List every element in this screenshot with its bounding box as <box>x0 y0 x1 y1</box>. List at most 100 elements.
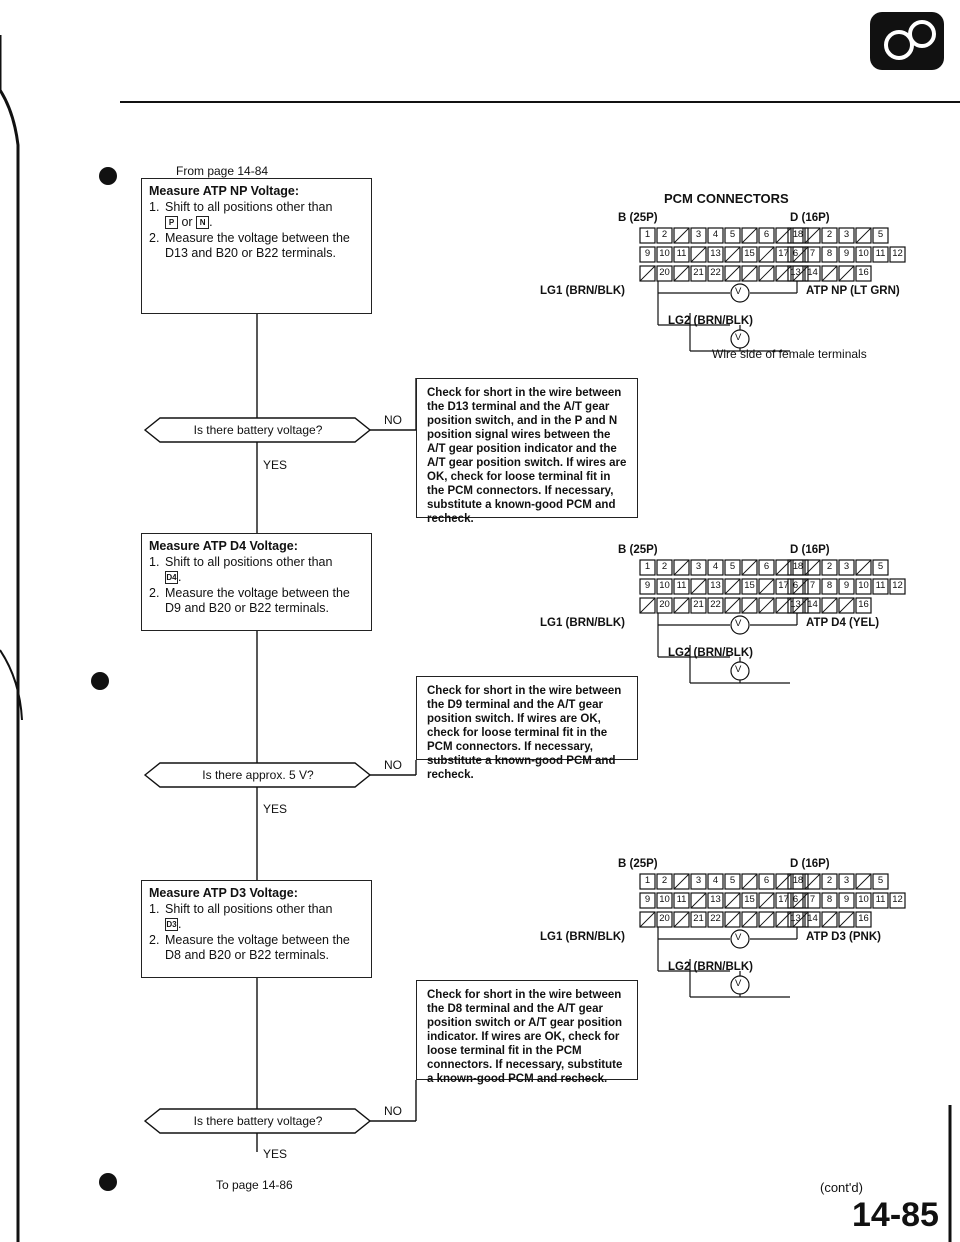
voltmeter-icon: V <box>735 978 742 989</box>
no-label: NO <box>384 413 402 427</box>
pin-number: 2 <box>826 561 833 572</box>
b-connector-label: B (25P) <box>618 212 658 224</box>
pin-number: 22 <box>710 913 721 924</box>
pin-number: 5 <box>729 229 736 240</box>
pin-number: 5 <box>877 561 884 572</box>
pin-number: 6 <box>763 561 770 572</box>
pin-number: 21 <box>693 267 704 278</box>
pin-number: 8 <box>826 248 833 259</box>
n-key-icon: N <box>196 216 210 230</box>
pin-number: 11 <box>875 894 886 905</box>
d-connector-label: D (16P) <box>790 212 830 224</box>
pin-number: 1 <box>644 875 651 886</box>
pin-number: 8 <box>826 894 833 905</box>
pin-number: 14 <box>807 267 818 278</box>
pin-number: 21 <box>693 599 704 610</box>
pin-number: 10 <box>659 580 670 591</box>
pin-number: 3 <box>843 229 850 240</box>
pin-number: 15 <box>744 248 755 259</box>
pin-number: 1 <box>792 561 799 572</box>
question-text: Is there battery voltage? <box>193 423 323 437</box>
pin-number: 16 <box>858 599 869 610</box>
pin-number: 17 <box>778 894 789 905</box>
atp-label: ATP NP (LT GRN) <box>806 285 900 297</box>
voltmeter-icon: V <box>735 286 742 297</box>
pin-number: 13 <box>790 599 801 610</box>
pin-number: 5 <box>877 875 884 886</box>
pin-number: 3 <box>695 561 702 572</box>
yes-label: YES <box>263 458 288 472</box>
pin-number: 11 <box>875 248 886 259</box>
section-icon <box>870 12 944 70</box>
pin-number: 13 <box>790 913 801 924</box>
pin-number: 14 <box>807 913 818 924</box>
pin-number: 22 <box>710 599 721 610</box>
measure-atp-d3-box: Measure ATP D3 Voltage: 1. Shift to all … <box>141 880 372 978</box>
d-connector-label: D (16P) <box>790 544 830 556</box>
pin-number: 2 <box>661 229 668 240</box>
pin-number: 12 <box>892 580 903 591</box>
pin-number: 8 <box>797 561 804 572</box>
d3-key-icon: D3 <box>165 918 178 932</box>
pin-number: 12 <box>892 248 903 259</box>
pin-number: 8 <box>797 229 804 240</box>
pin-number: 4 <box>712 561 719 572</box>
d4-key-icon: D4 <box>165 571 178 585</box>
voltmeter-icon: V <box>735 664 742 675</box>
pcm-connectors-title: PCM CONNECTORS <box>664 191 789 206</box>
pin-number: 14 <box>807 599 818 610</box>
pin-number: 1 <box>644 561 651 572</box>
pin-number: 6 <box>792 580 799 591</box>
connector-diagrams <box>639 227 906 998</box>
pin-number: 8 <box>826 580 833 591</box>
pin-number: 22 <box>710 267 721 278</box>
measure-title: Measure ATP NP Voltage: <box>149 184 300 198</box>
pin-number: 9 <box>644 894 651 905</box>
pin-number: 15 <box>744 580 755 591</box>
pin-number: 1 <box>644 229 651 240</box>
pin-number: 1 <box>792 875 799 886</box>
pin-number: 4 <box>712 229 719 240</box>
pin-number: 9 <box>843 894 850 905</box>
yes-label: YES <box>263 1147 288 1161</box>
pin-number: 8 <box>797 875 804 886</box>
pin-number: 20 <box>659 267 670 278</box>
yes-label: YES <box>263 802 288 816</box>
check-short-box: Check for short in the wire between the … <box>416 676 638 781</box>
b-connector-label: B (25P) <box>618 858 658 870</box>
lg1-label: LG1 (BRN/BLK) <box>540 617 625 629</box>
pin-number: 15 <box>744 894 755 905</box>
pin-number: 10 <box>858 248 869 259</box>
voltmeter-icon: V <box>735 932 742 943</box>
pin-number: 10 <box>659 248 670 259</box>
question-text: Is there battery voltage? <box>193 1114 323 1128</box>
pin-number: 2 <box>661 561 668 572</box>
pin-number: 20 <box>659 599 670 610</box>
to-page-link[interactable]: To page 14-86 <box>216 1178 293 1192</box>
check-short-box: Check for short in the wire between the … <box>416 378 638 525</box>
lg1-label: LG1 (BRN/BLK) <box>540 931 625 943</box>
pin-number: 9 <box>644 248 651 259</box>
from-page-link[interactable]: From page 14-84 <box>176 164 269 178</box>
pin-number: 3 <box>843 875 850 886</box>
pin-number: 17 <box>778 248 789 259</box>
pin-number: 3 <box>695 875 702 886</box>
pin-number: 20 <box>659 913 670 924</box>
pin-number: 16 <box>858 267 869 278</box>
pin-number: 7 <box>809 248 816 259</box>
pin-number: 11 <box>875 580 886 591</box>
page-number: 14-85 <box>852 1196 939 1234</box>
measure-atp-np-box: Measure ATP NP Voltage: 1. Shift to all … <box>141 178 372 314</box>
pin-number: 11 <box>676 580 687 591</box>
pin-number: 11 <box>676 894 687 905</box>
no-label: NO <box>384 1104 402 1118</box>
voltmeter-icon: V <box>735 332 742 343</box>
lg1-label: LG1 (BRN/BLK) <box>540 285 625 297</box>
lg2-label: LG2 (BRN/BLK) <box>668 315 753 327</box>
p-key-icon: P <box>165 216 178 230</box>
question-text: Is there approx. 5 V? <box>202 768 314 782</box>
pin-number: 7 <box>809 580 816 591</box>
atp-label: ATP D3 (PNK) <box>806 931 881 943</box>
pin-number: 16 <box>858 913 869 924</box>
